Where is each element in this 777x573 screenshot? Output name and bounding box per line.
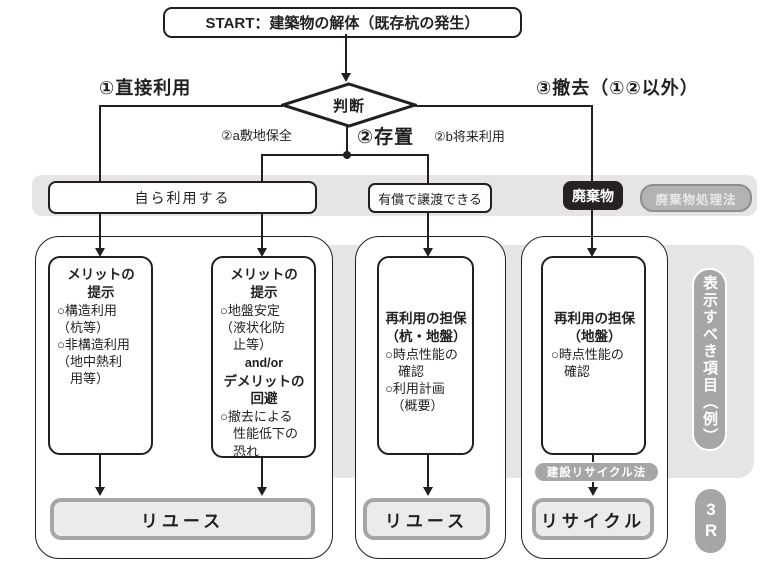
waste-law-label: 廃棄物処理法 bbox=[655, 192, 737, 207]
transfer-paid-label: 有償で譲渡できる bbox=[378, 191, 482, 207]
guarantee-pile-body: ○時点性能の 確認 ○利用計画 （概要） bbox=[385, 346, 458, 414]
in-arrowhead-2 bbox=[256, 248, 267, 257]
in-arrow-line-3 bbox=[427, 209, 429, 249]
guarantee-ground-body: ○時点性能の 確認 bbox=[551, 346, 624, 379]
branch-removal-label: ③撤去（①②以外） bbox=[536, 78, 699, 98]
right-branch-vline bbox=[591, 105, 593, 182]
left-branch-hline bbox=[100, 105, 283, 107]
guarantee-ground-box: 再利用の担保 （地盤） ○時点性能の 確認 bbox=[541, 256, 646, 455]
left-branch-vline bbox=[99, 105, 101, 182]
in-arrow-line-4 bbox=[591, 210, 593, 249]
guarantee-ground-title: 再利用の担保 （地盤） bbox=[554, 311, 635, 344]
out-arrowhead-4 bbox=[587, 487, 598, 496]
display-items-pill: 表示すべき項目（例） bbox=[692, 268, 727, 451]
out-arrowhead-1 bbox=[94, 487, 105, 496]
waste-law-pill: 廃棄物処理法 bbox=[640, 184, 752, 212]
start-to-decision-line bbox=[345, 34, 347, 74]
out-arrow-line-3 bbox=[427, 455, 429, 488]
merit-preserve-box: メリットの 提示 ○地盤安定 （液状化防 止等） and/or デメリットの 回… bbox=[211, 256, 316, 459]
recycle-outcome-label: リサイクル bbox=[540, 511, 646, 531]
in-arrowhead-1 bbox=[94, 248, 105, 257]
merit-preserve-body: ○地盤安定 （液状化防 止等） bbox=[220, 302, 286, 352]
branch-direct-use-label: ①直接利用 bbox=[99, 78, 192, 98]
reuse-outcome-1: リユース bbox=[50, 498, 315, 540]
transfer-paid-node: 有償で譲渡できる bbox=[368, 183, 492, 213]
out-arrow-line-4a bbox=[592, 455, 594, 464]
merit-direct-title: メリットの 提示 bbox=[67, 267, 135, 300]
recycle-outcome: リサイクル bbox=[532, 498, 654, 540]
reuse-outcome-2-label: リユース bbox=[384, 511, 469, 531]
branch-preserve-label: ②存置 bbox=[357, 127, 415, 148]
recycle-law-pill: 建設リサイクル法 bbox=[534, 462, 659, 482]
in-arrowhead-3 bbox=[422, 248, 433, 257]
branch-preserve-future-label: ②b将来利用 bbox=[434, 129, 505, 144]
merit-direct-body: ○構造利用 （杭等） ○非構造利用 （地中熱利 用等） bbox=[57, 302, 130, 387]
preserve-future-vline bbox=[427, 154, 429, 184]
in-arrow-line-1 bbox=[99, 210, 101, 249]
preserve-split-hline bbox=[262, 154, 428, 156]
merit-direct-box: メリットの 提示 ○構造利用 （杭等） ○非構造利用 （地中熱利 用等） bbox=[48, 256, 153, 455]
in-arrow-line-2 bbox=[261, 210, 263, 249]
merit-preserve-title: メリットの 提示 bbox=[230, 267, 298, 300]
out-arrow-line-1 bbox=[99, 455, 101, 488]
reuse-outcome-2: リユース bbox=[363, 498, 490, 540]
three-r-pill: 3R bbox=[695, 489, 726, 553]
right-branch-hline bbox=[415, 105, 593, 107]
preserve-site-vline bbox=[261, 154, 263, 182]
decision-label: 判断 bbox=[332, 97, 365, 115]
start-node-label: START：建築物の解体（既存杭の発生） bbox=[205, 15, 480, 32]
guarantee-pile-title: 再利用の担保 （杭・地盤） bbox=[385, 311, 467, 344]
demerit-avoid-title: デメリットの 回避 bbox=[223, 373, 305, 407]
reuse-outcome-1-label: リユース bbox=[140, 511, 225, 531]
out-arrow-line-4b bbox=[592, 480, 594, 488]
guarantee-pile-box: 再利用の担保 （杭・地盤） ○時点性能の 確認 ○利用計画 （概要） bbox=[377, 256, 474, 455]
decision-diamond: 判断 bbox=[278, 82, 420, 128]
in-arrowhead-4 bbox=[586, 248, 597, 257]
use-self-label: 自ら利用する bbox=[134, 189, 231, 206]
demerit-avoid-body: ○撤去による 性能低下の 恐れ bbox=[220, 409, 299, 459]
branch-preserve-site-label: ②a敷地保全 bbox=[221, 128, 292, 143]
start-node: START：建築物の解体（既存杭の発生） bbox=[163, 7, 522, 38]
waste-label: 廃棄物 bbox=[572, 187, 614, 204]
start-to-decision-arrowhead bbox=[340, 73, 351, 82]
out-arrow-line-2 bbox=[261, 458, 263, 488]
out-arrowhead-2 bbox=[256, 487, 267, 496]
waste-node: 廃棄物 bbox=[563, 181, 623, 210]
preserve-branch-vline bbox=[346, 126, 348, 156]
out-arrowhead-3 bbox=[422, 487, 433, 496]
diamond-shape bbox=[278, 82, 420, 128]
merit-preserve-connector: and/or bbox=[244, 356, 284, 371]
use-self-node: 自ら利用する bbox=[48, 181, 317, 214]
